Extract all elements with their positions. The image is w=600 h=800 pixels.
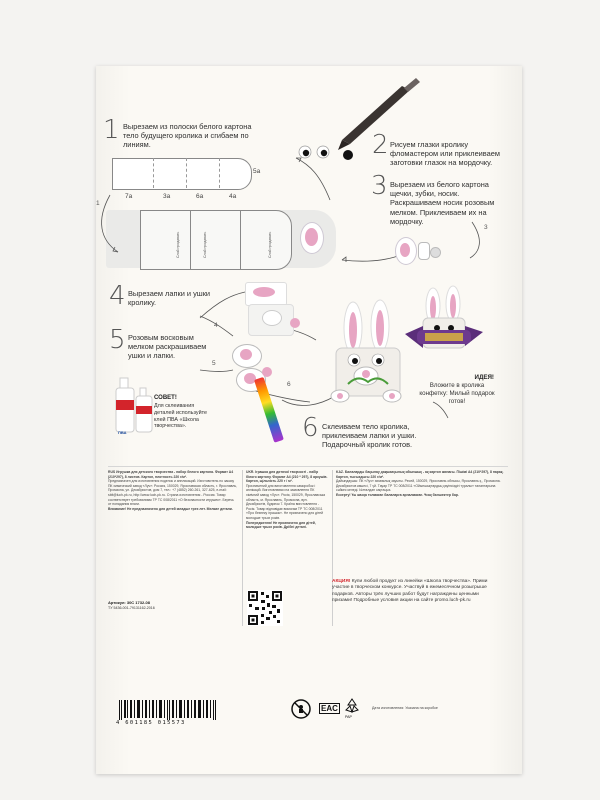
glue-label: ПВА [118, 430, 127, 435]
marker-pen-illustration [338, 78, 420, 150]
info-rus-body: Предназначен для изготовления поделок и … [108, 479, 238, 507]
arrow-number: 1 [96, 200, 100, 207]
eye-dot [343, 150, 353, 160]
template-label: 6a [196, 193, 204, 200]
column-divider [332, 470, 333, 626]
ear-pink [253, 287, 275, 297]
arrow-2 [295, 157, 331, 201]
paw-pink-fill [240, 349, 252, 360]
info-ukr-body: Призначений для виготовлення саморобок і… [246, 483, 326, 520]
fold-line [186, 158, 187, 188]
step-number-2: 2 [372, 130, 389, 160]
paw-pad [290, 318, 300, 328]
step-3-text: Вырезаем из белого картона щечки, зубки,… [390, 180, 495, 226]
arrow-number: 4 [214, 322, 218, 329]
arrow-4 [199, 315, 234, 337]
fold-line [219, 158, 220, 188]
step-number-5: 5 [109, 325, 126, 355]
column-divider [242, 470, 243, 626]
template-label: 4a [229, 193, 237, 200]
template-label: 7a [125, 193, 133, 200]
info-ukr-warning: Попередження! Не призначено для дітей, м… [246, 520, 316, 530]
arrow-5 [199, 369, 234, 372]
pink-nose-piece [400, 243, 410, 257]
promo-text: Купи любой продукт из линейки «Школа тво… [332, 579, 488, 603]
arrow-number: 5 [212, 360, 216, 367]
info-divider [108, 466, 508, 467]
bunny-with-candy-illustration [405, 285, 483, 349]
promo-block: АКЦИЯ! Купи любой продукт из линейки «Шк… [332, 579, 500, 604]
advice-text: Для склеивания деталей используйте клей … [154, 403, 208, 430]
no-small-children-icon [291, 699, 311, 719]
info-rus: RUS Игрушка для детского творчества - на… [108, 470, 238, 592]
paw-piece [262, 310, 282, 326]
step-number-6: 6 [302, 413, 319, 443]
info-kaz-body: Дайындаушы: ПК «Луч» химиялық зауыты. Ре… [336, 479, 501, 493]
step-1-text: Вырезаем из полоски белого картона тело … [123, 122, 252, 150]
recycle-icon [345, 698, 359, 713]
step-number-1: 1 [103, 115, 120, 145]
step-number-4: 4 [109, 281, 126, 311]
idea-text: Вложите в кролика конфетку: Милый подаро… [419, 382, 495, 405]
body-panel [140, 210, 192, 270]
body-panel [190, 210, 242, 270]
step-6-text: Склеиваем тело кролика, приклеиваем лапк… [322, 422, 417, 450]
paw-pink-fill [244, 373, 256, 384]
eac-mark: EAC [319, 703, 340, 714]
qr-code[interactable] [247, 590, 283, 626]
tu-number: ТУ 5436-001-79131162-2016 [108, 606, 155, 610]
glue-bottle-illustration [115, 377, 153, 433]
paw-pad [262, 367, 272, 377]
eyes-illustration [298, 145, 330, 159]
template-label: 5a [253, 168, 261, 175]
pap-code: PAP [345, 715, 352, 719]
step-4-text: Вырезаем лапки и ушки кролику. [128, 289, 211, 308]
pink-nose-piece [305, 228, 318, 246]
article-number: Артикул: 30С 1732-08 [108, 600, 150, 605]
arrow-number: 6 [287, 381, 291, 388]
step-number-3: 3 [371, 171, 388, 201]
info-ukr: UKR. Іграшка для дитячої творчості - наб… [246, 470, 328, 626]
arrow-1 [101, 194, 119, 253]
bunny-assembled-illustration [330, 299, 402, 403]
advice-title: СОВЕТ! [154, 395, 177, 401]
arrow-6 [251, 389, 311, 403]
teeth-piece [418, 242, 430, 260]
fold-line [153, 158, 154, 188]
step-2-text: Рисуем глазки кролику фломастером или пр… [390, 140, 500, 168]
info-kaz: KAZ. Балаларды бақылау дақшаиқылық ойынш… [336, 470, 506, 574]
body-panel [240, 210, 292, 270]
small-circle-piece [430, 247, 441, 258]
info-kaz-head: KAZ. Балаларды бақылау дақшаиқылық ойынш… [336, 470, 504, 479]
info-kaz-warning: Ескерту! Үш жасқа толмаған балаларға арн… [336, 492, 459, 497]
paw-colored [232, 344, 262, 368]
body-template-strip [112, 158, 252, 190]
arrow-3 [341, 255, 399, 262]
template-label: 3a [163, 193, 171, 200]
manufacture-date: Дата изготовления: Указана на коробке [372, 706, 438, 710]
barcode-digits: 4 601185 015573 [116, 720, 186, 726]
idea-title: ИДЕЯ! [474, 374, 495, 381]
info-ukr-head: UKR. Іграшка для дитячої творчості - наб… [246, 470, 328, 484]
step-5-text: Розовым восковым мелком раскрашиваем ушк… [128, 333, 207, 361]
promo-title: АКЦИЯ! [332, 579, 351, 584]
info-rus-warning: Внимание! Не предназначено для детей мла… [108, 506, 233, 511]
arrow-number: 3 [484, 224, 488, 231]
barcode [119, 700, 216, 720]
info-rus-head: RUS Игрушка для детского творчества - на… [108, 470, 234, 479]
